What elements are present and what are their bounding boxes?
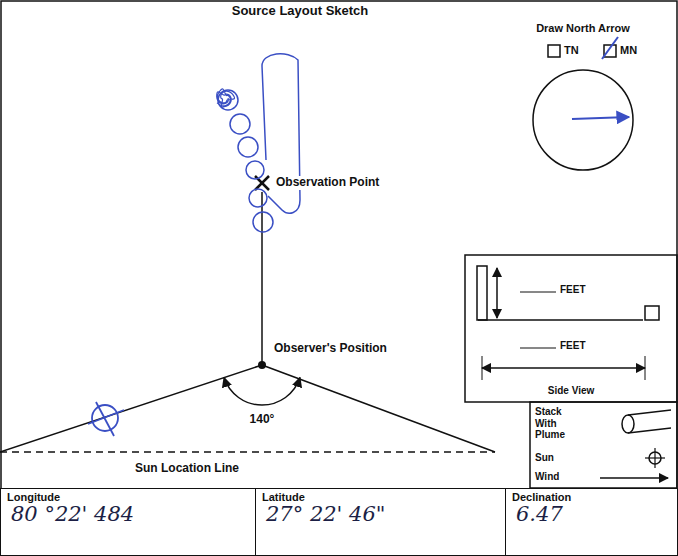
north-arrow-circle bbox=[533, 70, 633, 170]
plume-circle bbox=[230, 114, 250, 134]
handwritten-value: 27° 22' 46" bbox=[266, 503, 499, 526]
dimension-unit: FEET bbox=[560, 284, 586, 296]
plume-circle bbox=[253, 212, 273, 232]
sight-line bbox=[261, 192, 263, 365]
ground-line bbox=[478, 319, 643, 321]
handwritten-value: 6.47 bbox=[516, 503, 671, 526]
plume-circle bbox=[249, 189, 267, 207]
plume-scribble bbox=[217, 89, 235, 107]
sun-location-line bbox=[0, 451, 495, 453]
side-stack bbox=[477, 266, 487, 320]
line-label: Sun Location Line bbox=[135, 462, 239, 476]
point-label: Observation Point bbox=[274, 176, 381, 190]
distance-tick bbox=[482, 356, 483, 380]
data-cell: Latitude27° 22' 46" bbox=[255, 488, 506, 556]
distance-tick bbox=[645, 356, 646, 380]
data-cell: Declination6.47 bbox=[505, 488, 678, 556]
cell-heading: Longitude bbox=[7, 491, 249, 503]
prompt-text: Draw North Arrow bbox=[536, 22, 630, 35]
legend-box bbox=[530, 402, 677, 488]
height-arrow bbox=[496, 268, 498, 318]
view-label: Side View bbox=[548, 385, 595, 397]
distance-arrow bbox=[482, 367, 645, 369]
cell-heading: Latitude bbox=[262, 491, 499, 503]
sun-angle-line bbox=[0, 365, 262, 452]
angle-arc bbox=[224, 378, 300, 406]
sun-legend-cross bbox=[654, 448, 655, 468]
handwritten-value: 80 °22' 484 bbox=[11, 503, 249, 526]
legend-text: Stack With Plume bbox=[535, 406, 577, 441]
plume-circle bbox=[246, 161, 264, 179]
feet-blank bbox=[520, 292, 556, 293]
plume-circle bbox=[238, 137, 258, 157]
point-label: Observer's Position bbox=[272, 342, 389, 356]
plume-symbol bbox=[628, 428, 671, 433]
side-view-box bbox=[465, 255, 677, 402]
form-title: Source Layout Sketch bbox=[232, 4, 369, 19]
observer-dot bbox=[258, 361, 266, 369]
tn-checkbox bbox=[548, 45, 560, 57]
north-arrow bbox=[572, 117, 629, 119]
wind-symbol bbox=[600, 477, 668, 479]
sun-angle-line bbox=[262, 365, 495, 452]
observer-square bbox=[645, 306, 659, 320]
sun-cross bbox=[88, 410, 124, 424]
stack-symbol bbox=[622, 415, 634, 433]
angle-label: 140° bbox=[250, 413, 275, 427]
check-mark bbox=[602, 37, 618, 59]
legend-text: Sun bbox=[535, 452, 595, 464]
legend-text: Wind bbox=[535, 471, 595, 483]
data-cell: Longitude80 °22' 484 bbox=[0, 488, 256, 556]
feet-blank bbox=[520, 348, 556, 349]
dimension-unit: FEET bbox=[560, 340, 586, 352]
checkbox-label: TN bbox=[564, 44, 579, 57]
plume-symbol bbox=[628, 410, 671, 415]
cell-heading: Declination bbox=[512, 491, 671, 503]
checkbox-label: MN bbox=[620, 44, 637, 57]
